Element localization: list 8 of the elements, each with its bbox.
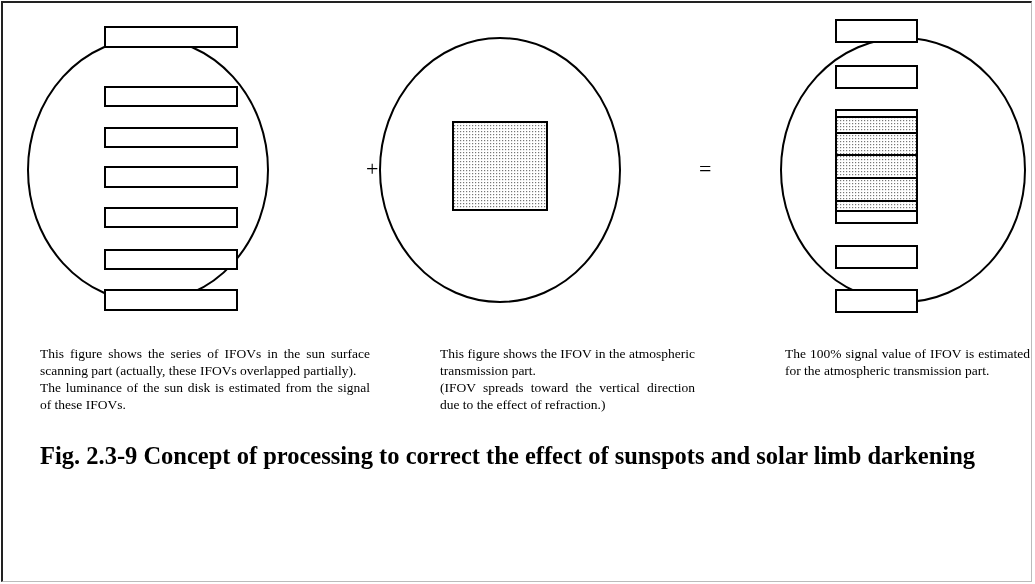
caption-text: This figure shows the series of IFOVs in the sun surface scanning part (actually, these IFOVs overlapped partially). bbox=[40, 345, 370, 379]
operator-symbol: + bbox=[366, 158, 379, 180]
operator-symbol: = bbox=[699, 158, 712, 180]
caption-text: The 100% signal value of IFOV is estimated for the atmospheric transmission part. bbox=[785, 345, 1030, 379]
caption-text: (IFOV spreads toward the vertical direction due to the effect of refraction.) bbox=[440, 379, 695, 413]
figure-caption: Fig. 2.3-9 Concept of processing to correct the effect of sunspots and solar limb darkening bbox=[40, 441, 977, 471]
caption-text: This figure shows the IFOV in the atmospheric transmission part. bbox=[440, 345, 695, 379]
caption-text: The luminance of the sun disk is estimated from the signal of these IFOVs. bbox=[40, 379, 370, 413]
